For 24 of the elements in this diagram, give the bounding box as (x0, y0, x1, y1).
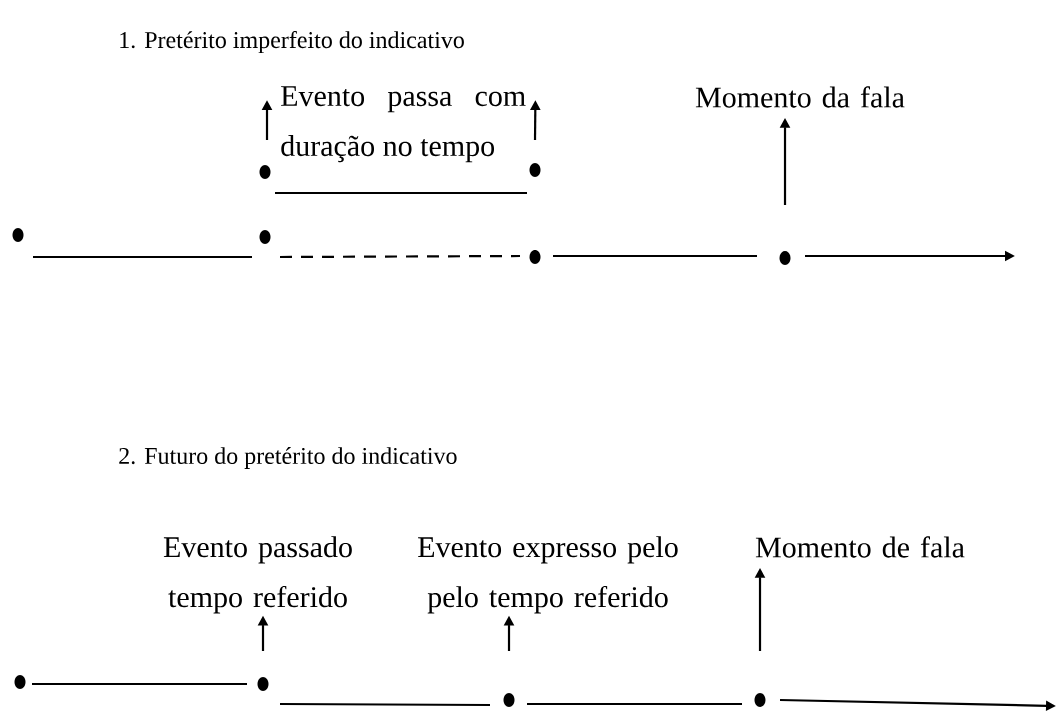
heading: 2. Futuro do pretérito do indicativo (119, 447, 457, 469)
timeline-segment (553, 254, 757, 258)
time-point (754, 693, 766, 707)
time-point (529, 163, 541, 177)
timeline-segment (280, 702, 490, 707)
time-point (259, 230, 271, 244)
timeline-segment (32, 682, 247, 686)
time-point (503, 693, 515, 707)
time-point (529, 250, 541, 264)
timeline-segment (280, 254, 520, 259)
time-point (779, 251, 791, 265)
event-label: Evento passa com duração no tempo (281, 86, 526, 163)
time-point (259, 165, 271, 179)
event-label: Momento de fala (755, 536, 965, 558)
time-point (257, 677, 269, 691)
time-point (12, 228, 24, 242)
timeline-segment (527, 702, 742, 706)
event-label: Evento expresso pelo pelo tempo referido (418, 536, 678, 614)
timeline-segment (33, 255, 252, 259)
heading: 1. Pretérito imperfeito do indicativo (120, 31, 464, 53)
event-label: Evento passado tempo referido (163, 536, 352, 614)
timeline-segment (275, 191, 527, 195)
time-point (14, 675, 26, 689)
event-label: Momento da fala (695, 86, 905, 108)
